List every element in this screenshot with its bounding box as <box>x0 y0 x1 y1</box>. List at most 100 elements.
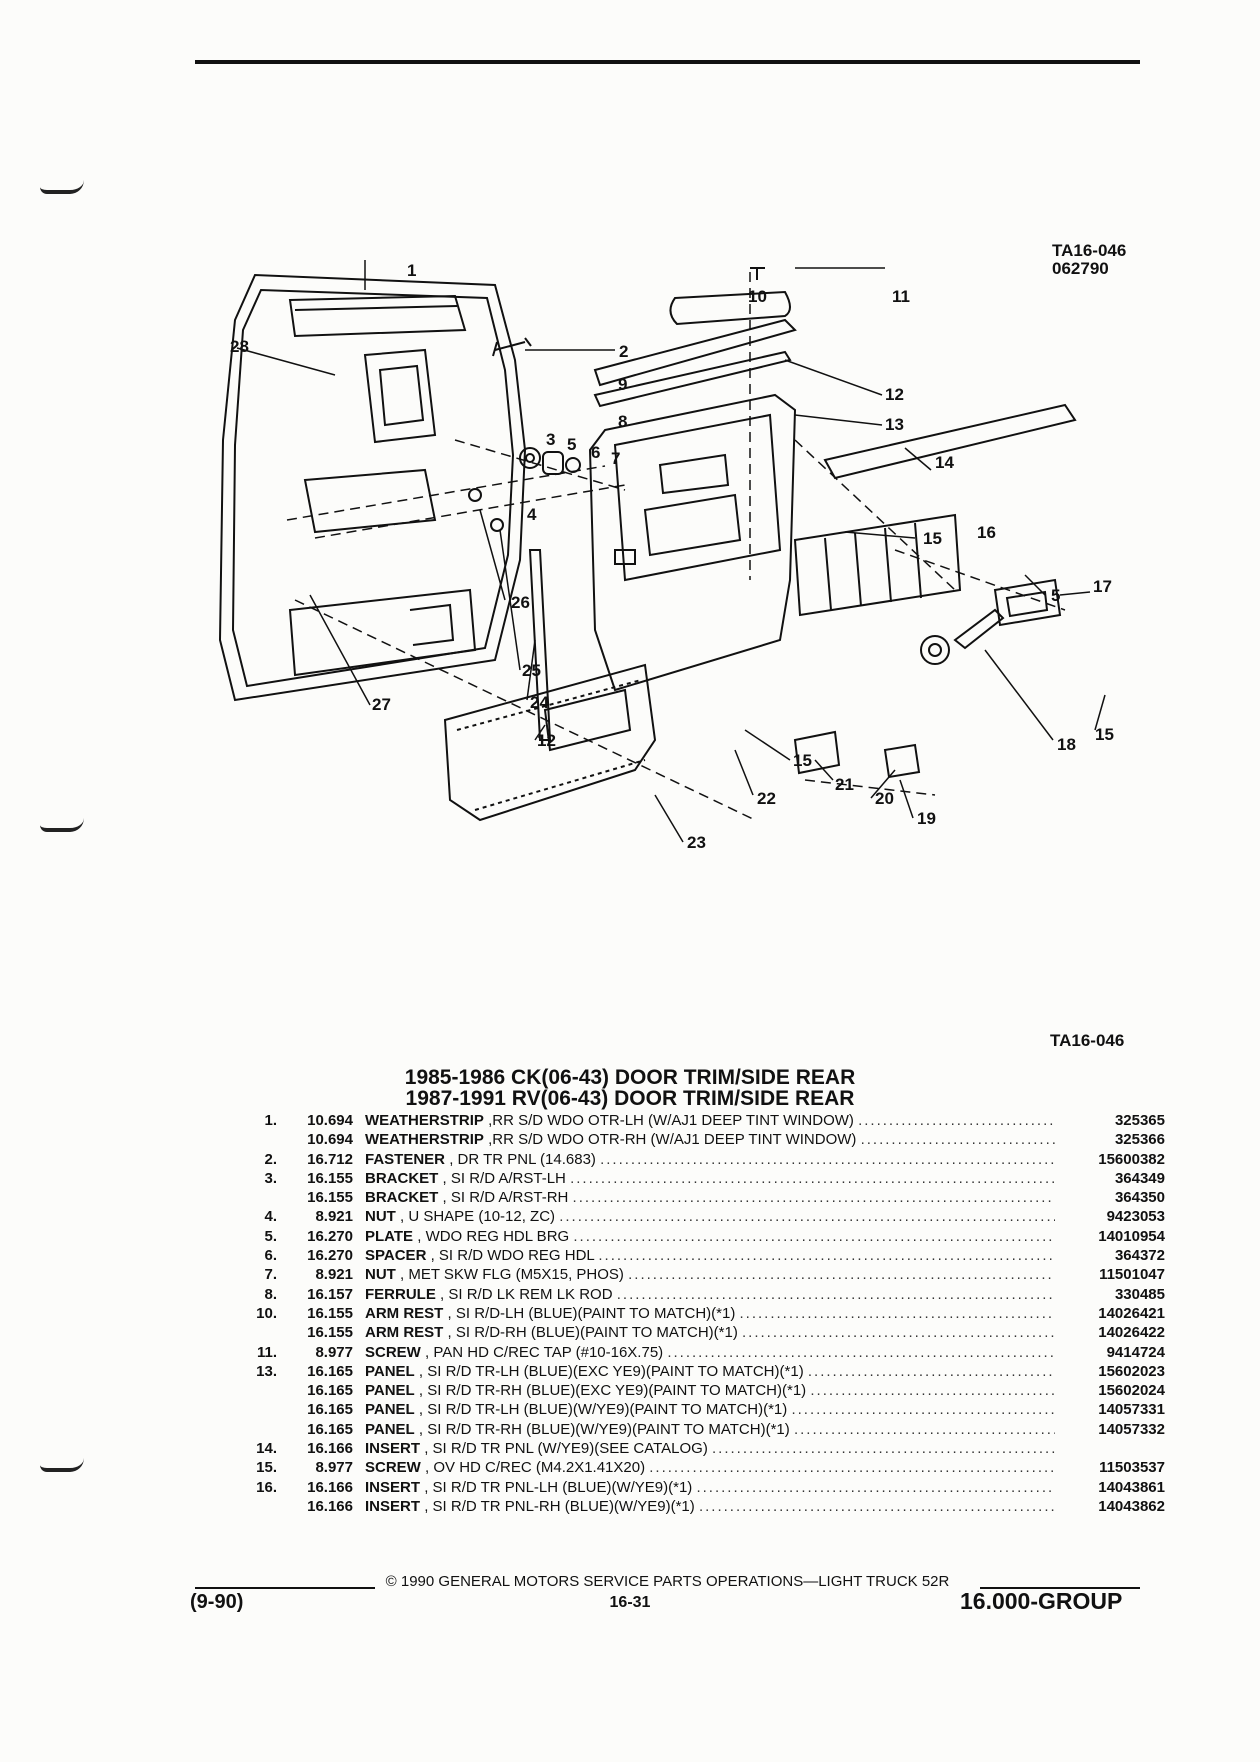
window-channel <box>288 294 467 338</box>
callout-label: 14 <box>935 453 954 472</box>
group-code: 16.155 <box>307 1324 353 1342</box>
item-number: 5. <box>264 1227 277 1245</box>
callout-label: 12 <box>885 385 904 404</box>
part-detail: , SI R/D WDO REG HDL <box>430 1247 595 1265</box>
callout-label: 1 <box>407 261 416 280</box>
item-number: 16. <box>256 1478 277 1496</box>
arm-rest <box>669 290 791 326</box>
item-number: 15. <box>256 1459 277 1477</box>
callout-label: 4 <box>527 505 537 524</box>
item-number: 8. <box>264 1285 277 1303</box>
part-name: WEATHERSTRIP <box>365 1112 484 1129</box>
door-shell <box>218 273 527 702</box>
footer-rule-left <box>195 1587 375 1589</box>
group-code: 16.165 <box>307 1382 353 1400</box>
part-detail: , PAN HD C/REC TAP (#10-16X.75) <box>425 1343 664 1361</box>
figure-reference-top: TA16-046 062790 <box>1052 242 1126 278</box>
part-description: PANEL , SI R/D TR-LH (BLUE)(W/YE9)(PAINT… <box>365 1401 1055 1418</box>
part-detail: , SI R/D TR-LH (BLUE)(EXC YE9)(PAINT TO … <box>418 1362 804 1380</box>
callout-label: 9 <box>618 375 627 394</box>
part-number: 14026421 <box>1098 1304 1165 1322</box>
leader-dots: ........................................… <box>810 1382 1055 1400</box>
part-name: PLATE <box>365 1227 414 1245</box>
part-name: INSERT <box>365 1497 421 1515</box>
item-number: 4. <box>264 1208 277 1226</box>
callout-label: 15 <box>793 751 812 770</box>
group-code: 16.165 <box>307 1401 353 1419</box>
trim-insert <box>823 403 1077 480</box>
part-detail: , WDO REG HDL BRG <box>417 1227 570 1245</box>
leader-dots: ........................................… <box>572 1189 1055 1207</box>
part-name: FASTENER <box>365 1150 446 1168</box>
leader-dots: ........................................… <box>858 1112 1055 1129</box>
part-name: NUT <box>365 1208 396 1226</box>
revision-date: (9-90) <box>190 1591 244 1613</box>
part-description: SCREW , PAN HD C/REC TAP (#10-16X.75) ..… <box>365 1344 1055 1361</box>
part-description: NUT , MET SKW FLG (M5X15, PHOS) ........… <box>365 1266 1055 1283</box>
callout-label: 20 <box>875 789 894 808</box>
callout-label: 5 <box>567 435 576 454</box>
part-description: PANEL , SI R/D TR-RH (BLUE)(W/YE9)(PAINT… <box>365 1421 1055 1438</box>
lower-trim-panel <box>443 663 657 822</box>
leader-dots: ........................................… <box>741 1324 1055 1342</box>
group-code: 8.921 <box>315 1208 353 1226</box>
part-detail: ,RR S/D WDO OTR-RH (W/AJ1 DEEP TINT WIND… <box>488 1131 857 1149</box>
part-name: PANEL <box>365 1382 415 1400</box>
group-code: 8.921 <box>315 1266 353 1284</box>
part-name: PANEL <box>365 1401 415 1419</box>
item-number: 2. <box>264 1150 277 1168</box>
part-number: 330485 <box>1114 1285 1165 1303</box>
group-code: 16.165 <box>307 1362 353 1380</box>
leader-dots: ........................................… <box>559 1208 1055 1226</box>
part-number: 325366 <box>1114 1131 1165 1149</box>
part-detail: , SI R/D TR PNL-RH (BLUE)(W/YE9)(*1) <box>424 1497 695 1515</box>
window-crank <box>953 608 1005 650</box>
part-description: WEATHERSTRIP ,RR S/D WDO OTR-RH (W/AJ1 D… <box>365 1131 1055 1148</box>
part-name: INSERT <box>365 1478 421 1496</box>
part-detail: , SI R/D TR-RH (BLUE)(EXC YE9)(PAINT TO … <box>418 1382 807 1400</box>
part-description: ARM REST , SI R/D-RH (BLUE)(PAINT TO MAT… <box>365 1324 1055 1341</box>
leader-dots: ........................................… <box>598 1247 1055 1265</box>
callout-label: 11 <box>892 287 910 306</box>
part-description: FERRULE , SI R/D LK REM LK ROD .........… <box>365 1286 1055 1303</box>
part-detail: , SI R/D-LH (BLUE)(PAINT TO MATCH)(*1) <box>447 1304 736 1322</box>
part-description: SPACER , SI R/D WDO REG HDL ............… <box>365 1247 1055 1264</box>
part-detail: , SI R/D A/RST-RH <box>442 1189 569 1207</box>
parts-list-row: 16.166 INSERT , SI R/D TR PNL-RH (BLUE)(W… <box>245 1498 1165 1517</box>
callout-label: 6 <box>591 443 600 462</box>
part-detail: , SI R/D TR-RH (BLUE)(W/YE9)(PAINT TO MA… <box>418 1420 790 1438</box>
part-detail: , MET SKW FLG (M5X15, PHOS) <box>400 1266 624 1284</box>
part-detail: , SI R/D A/RST-LH <box>442 1169 566 1187</box>
lower-pocket <box>288 588 477 677</box>
callout-label: 26 <box>511 593 530 612</box>
item-number: 3. <box>264 1169 277 1187</box>
part-number: 14010954 <box>1098 1227 1165 1245</box>
callout-label: 2 <box>619 342 628 361</box>
part-description: PANEL , SI R/D TR-RH (BLUE)(EXC YE9)(PAI… <box>365 1382 1055 1399</box>
part-name: SCREW <box>365 1459 421 1477</box>
group-code: 8.977 <box>315 1343 353 1361</box>
figure-reference-bottom: TA16-046 <box>1050 1031 1125 1050</box>
leader-dots: ........................................… <box>696 1478 1055 1496</box>
part-name: NUT <box>365 1266 396 1284</box>
part-name: ARM REST <box>365 1304 444 1322</box>
part-description: INSERT , SI R/D TR PNL-LH (BLUE)(W/YE9)(… <box>365 1479 1055 1496</box>
callout-label: 3 <box>546 430 555 449</box>
part-detail: ,RR S/D WDO OTR-LH (W/AJ1 DEEP TINT WIND… <box>488 1112 854 1129</box>
part-description: SCREW , OV HD C/REC (M4.2X1.41X20) .....… <box>365 1459 1055 1476</box>
leader-dots: ........................................… <box>860 1131 1055 1149</box>
part-name: SPACER <box>365 1247 427 1265</box>
group-code: 16.166 <box>307 1497 353 1515</box>
part-name: INSERT <box>365 1440 421 1458</box>
part-description: NUT , U SHAPE (10-12, ZC) ..............… <box>365 1208 1055 1225</box>
callout-label: 7 <box>611 449 620 468</box>
callout-label: 28 <box>230 337 249 356</box>
